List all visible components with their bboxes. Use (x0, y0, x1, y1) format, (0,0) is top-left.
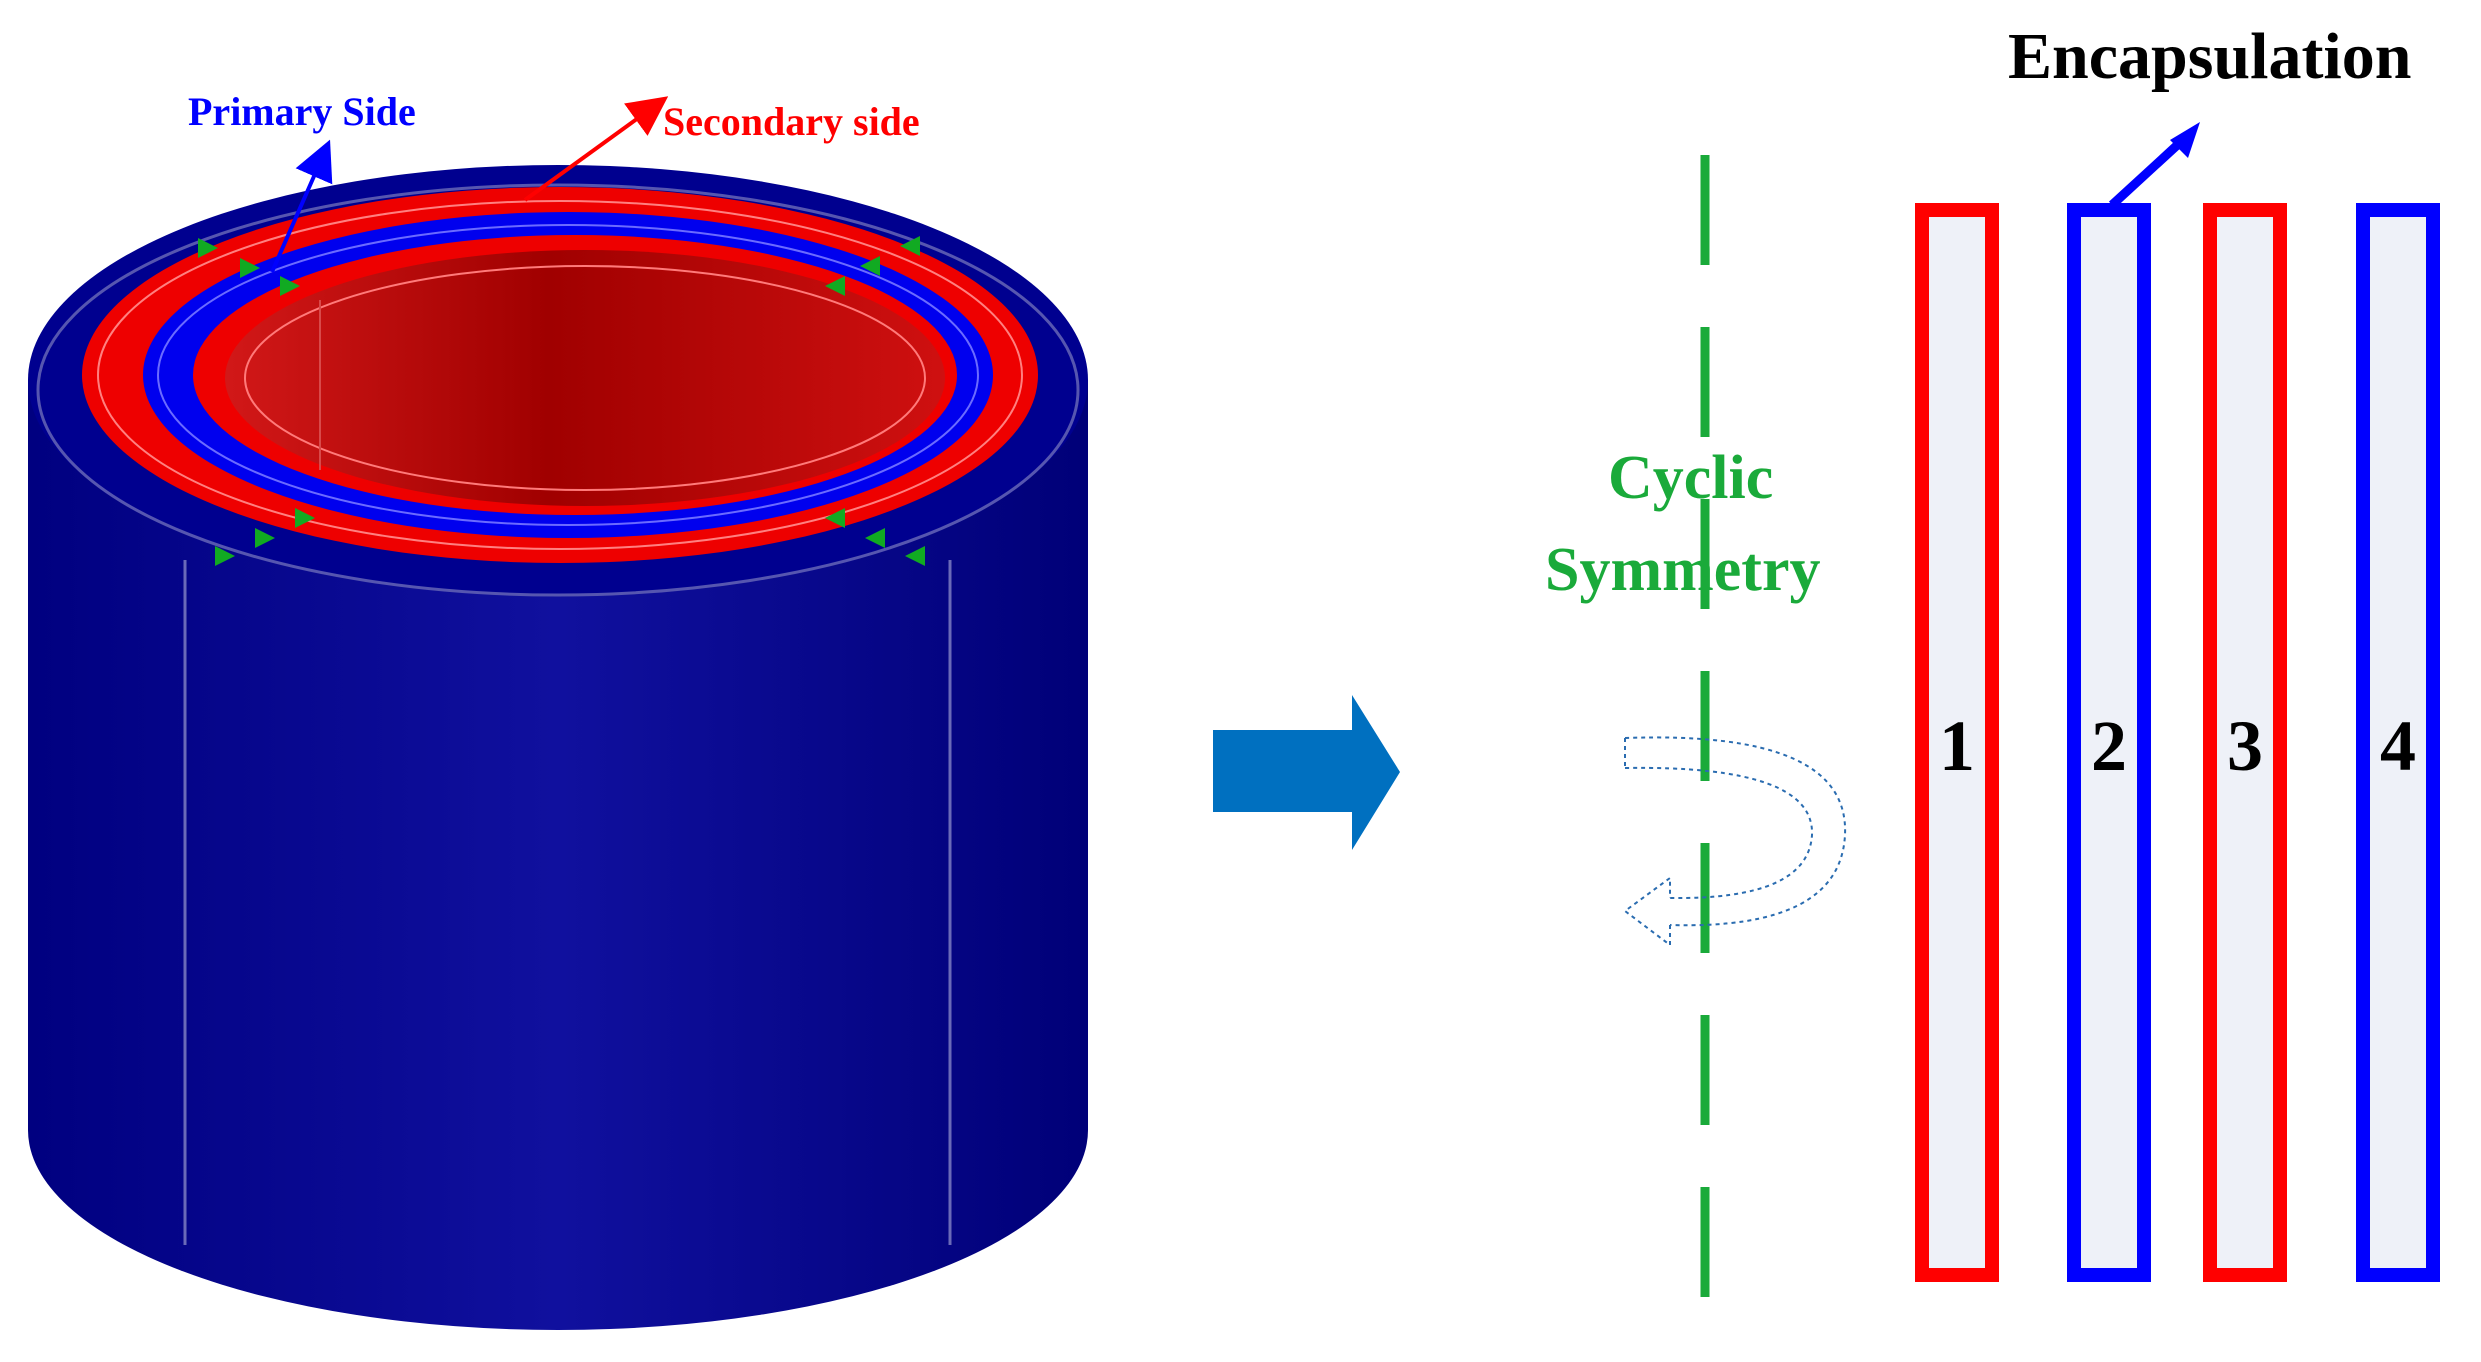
encapsulation-arrowhead (2170, 122, 2200, 158)
winding-number: 2 (2091, 706, 2127, 786)
winding-number: 3 (2227, 706, 2263, 786)
winding-3: 3 (2203, 203, 2287, 1282)
ring-edge-line (157, 224, 979, 526)
primary-side-leader (270, 139, 333, 273)
outer-cylinder-body (28, 380, 1088, 1330)
primary-side-label: Primary Side (188, 89, 416, 134)
encapsulation-leader (2108, 134, 2189, 209)
winding-2: 2 (2067, 203, 2151, 1282)
transformer-3d-model: Primary Side Secondary side (28, 89, 1088, 1330)
rotation-arrow-icon (1623, 736, 1847, 948)
winding-4: 4 (2356, 203, 2440, 1282)
winding-1: 1 (1915, 203, 1999, 1282)
transformation-arrow (1213, 695, 1400, 850)
winding-section: 1 2 3 4 (1915, 203, 2440, 1282)
secondary-side-leader (523, 96, 669, 202)
encapsulation-label: Encapsulation (2008, 20, 2411, 93)
winding-number: 1 (1939, 706, 1975, 786)
ring-edge-line (97, 200, 1023, 550)
cyclic-label: Cyclic (1608, 444, 1773, 512)
winding-number: 4 (2380, 706, 2416, 786)
symmetry-label: Symmetry (1545, 536, 1820, 604)
bore-edge-line (244, 265, 926, 491)
rim-edge-line (36, 183, 1080, 597)
constraint-markers (198, 236, 925, 566)
inner-bore (225, 250, 945, 506)
secondary-side-label: Secondary side (663, 99, 920, 144)
